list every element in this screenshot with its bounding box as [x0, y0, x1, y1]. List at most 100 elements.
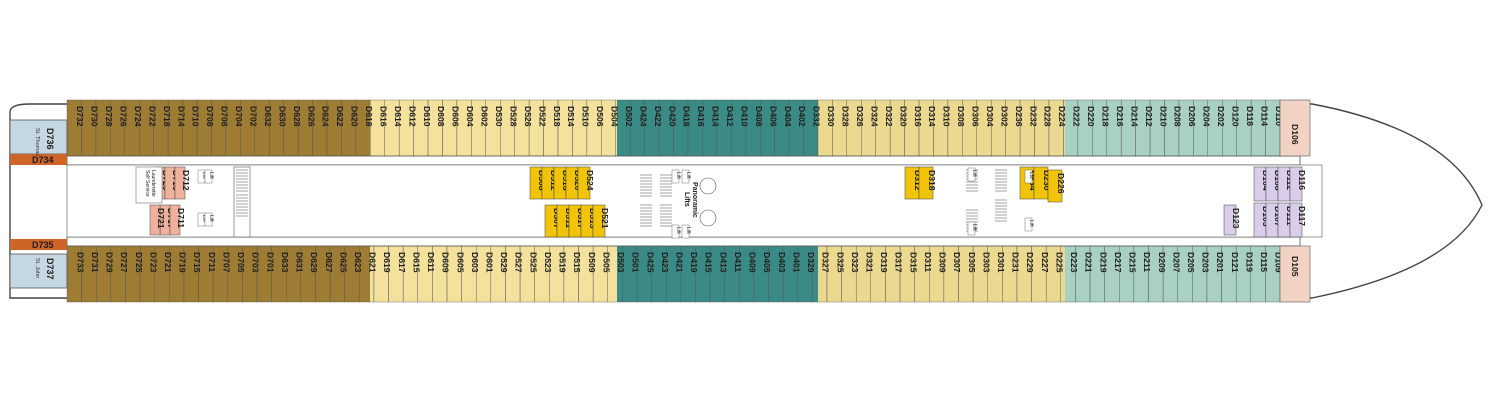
cabin-label: D509 — [587, 252, 597, 273]
bow-cabin-top-label: D106 — [1290, 124, 1300, 145]
cabin-label: D206 — [1187, 106, 1197, 127]
cabin-label: D733 — [75, 252, 85, 273]
zone-top-2 — [617, 100, 818, 156]
cabin-label: D605 — [455, 252, 465, 273]
lift-label: Lift — [971, 224, 977, 231]
lift — [204, 212, 213, 227]
inner-cabin — [1223, 204, 1237, 236]
cabin-label: D632 — [263, 106, 273, 127]
bow-cabin-bottom-bg — [1279, 245, 1311, 303]
cabin-label: D201 — [1215, 252, 1225, 273]
panoramic-lift-icon-top — [699, 177, 717, 195]
cabin-label: D406 — [768, 106, 778, 127]
lift-label: Lift — [685, 227, 691, 234]
cabin-label: D705 — [236, 252, 246, 273]
cabin-label: D704 — [234, 106, 244, 127]
aft-cabin-top-bg — [9, 119, 68, 155]
cabin-label: D510 — [581, 106, 591, 127]
cabin-label: D121 — [1230, 252, 1240, 273]
cabin-label: D316 — [913, 106, 923, 127]
launderette-label-1: Self Service — [144, 170, 150, 197]
cabin-label: D624 — [321, 106, 331, 127]
cabin-label: D222 — [1072, 106, 1082, 127]
cabin-label: D423 — [660, 252, 670, 273]
cabin-label: D529 — [499, 252, 509, 273]
aft-cabin-top-number: D736 — [45, 128, 55, 150]
cabin-label: D707 — [221, 252, 231, 273]
cabin-label: D518 — [552, 106, 562, 127]
cabin-label: D714 — [176, 106, 186, 127]
cabin-label: D604 — [465, 106, 475, 127]
cabin-label: D410 — [739, 106, 749, 127]
cabin-label: D731 — [90, 252, 100, 273]
zone-top-0 — [67, 100, 370, 156]
cabin-label: D308 — [956, 106, 966, 127]
cabin-label: D332 — [812, 106, 822, 127]
panoramic-lift-icon-bottom — [699, 209, 717, 227]
cabin-label: D202 — [1216, 106, 1226, 127]
cabin-label: D425 — [645, 252, 655, 273]
cabin-label: D204 — [1202, 106, 1212, 127]
cabin-label: D304 — [985, 106, 995, 127]
cabin-label: D625 — [338, 252, 348, 273]
cabin-label: D114 — [1259, 106, 1269, 126]
cabin-label: D211 — [1142, 252, 1152, 272]
cabin-label: D409 — [748, 252, 758, 273]
cabin-label: D503 — [616, 252, 626, 273]
cabin-label: D421 — [675, 252, 685, 273]
cabin-label: D505 — [601, 252, 611, 273]
cabin-label: D715 — [192, 252, 202, 273]
cabin-label: D231 — [1011, 252, 1021, 273]
cabin-label: D623 — [353, 252, 363, 273]
cabin-label: D721 — [163, 252, 173, 273]
cabin-label: D626 — [306, 106, 316, 127]
corridor-lower — [66, 236, 1301, 247]
cabin-label: D526 — [523, 106, 533, 127]
cabin-label: D415 — [704, 252, 714, 273]
cabin-label: D326 — [855, 106, 865, 127]
cabin-label: D610 — [422, 106, 432, 127]
launderette-label-2: Launderette — [150, 170, 156, 197]
inner-cabin — [918, 166, 934, 200]
cabin-label: D319 — [879, 252, 889, 273]
aft-cabin-bottom-label: St. John — [34, 258, 40, 278]
cabin-label: D629 — [309, 252, 319, 273]
cabin-label: D322 — [884, 106, 894, 127]
cabin-label: D210 — [1158, 106, 1168, 127]
cabin-label: D628 — [292, 106, 302, 127]
cabin-label: D609 — [441, 252, 451, 273]
cabin-label: D413 — [718, 252, 728, 273]
cabin-label: D214 — [1129, 106, 1139, 127]
lift-label: Lift — [201, 215, 207, 222]
cabin-label: D528 — [508, 106, 518, 127]
cabin-label: D218 — [1100, 106, 1110, 127]
cabin-label: D618 — [364, 106, 374, 127]
zone-bottom-0 — [67, 246, 370, 302]
cabin-label: D320 — [898, 106, 908, 127]
lift — [671, 169, 680, 184]
cabin-label: D118 — [1245, 106, 1255, 126]
cabin-label: D633 — [280, 252, 290, 273]
cabin-label: D608 — [436, 106, 446, 127]
cabin-label: D727 — [119, 252, 129, 273]
cabin-label: D603 — [470, 252, 480, 273]
inner-cabin-label: D117 — [1297, 206, 1307, 226]
cabin-label: D115 — [1259, 252, 1269, 272]
zone-bottom-2 — [617, 246, 818, 302]
lift — [681, 169, 690, 184]
cabin-label: D616 — [378, 106, 388, 127]
cabin-label: D527 — [514, 252, 524, 273]
cabin-label: D631 — [295, 252, 305, 273]
cabin-label: D301 — [996, 252, 1006, 273]
cabin-label: D217 — [1113, 252, 1123, 273]
aft-orange-bottom — [10, 239, 67, 250]
cabin-label: D305 — [967, 252, 977, 273]
inner-cabin-label: D312 — [913, 170, 923, 191]
cabin-label: D728 — [104, 106, 114, 127]
cabin-label: D504 — [610, 106, 620, 127]
cabin-label: D502 — [624, 106, 634, 127]
cabin-label: D418 — [682, 106, 692, 127]
aft-cabin-bottom-number: D737 — [45, 258, 55, 280]
